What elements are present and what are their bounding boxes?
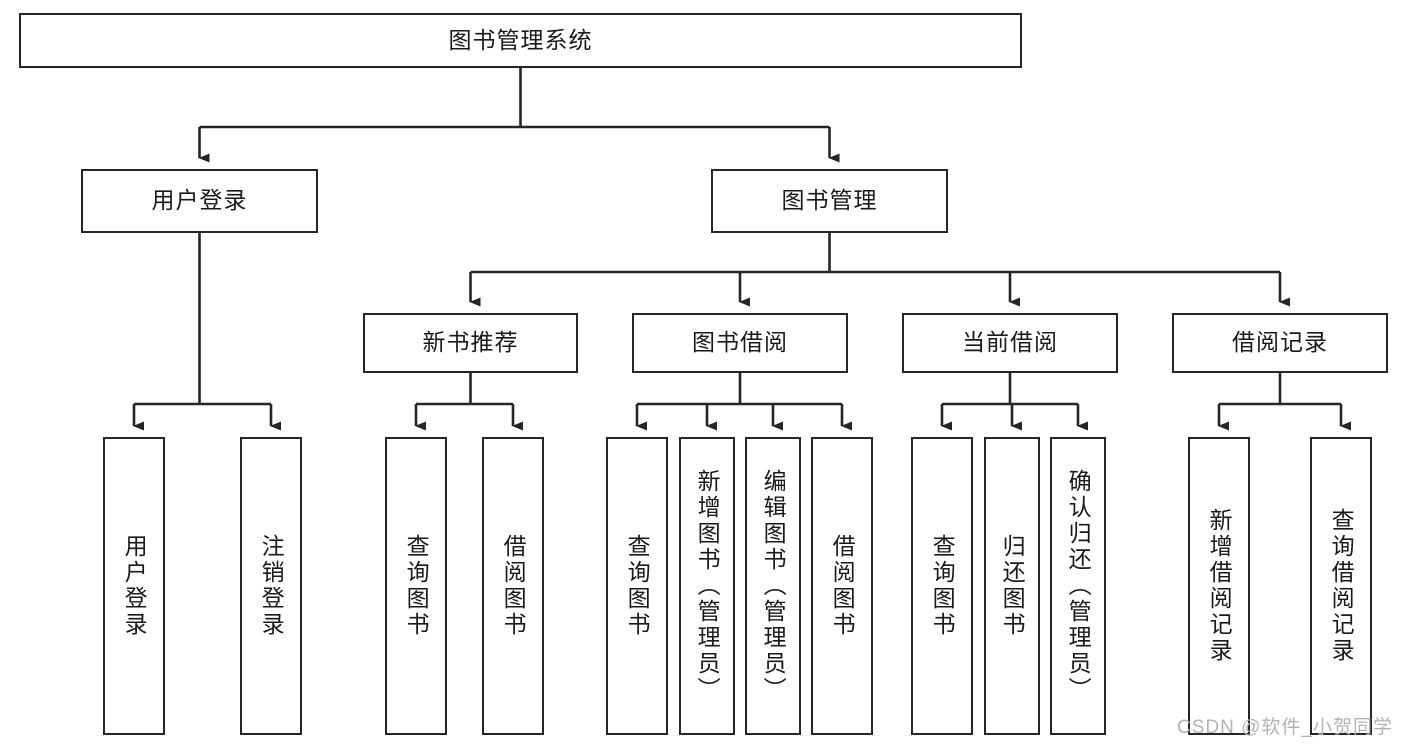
- node-label: 归还图书: [999, 534, 1026, 638]
- node-label: 用户登录: [151, 187, 248, 214]
- node-label: 新增图书（管理员）: [694, 469, 721, 703]
- node-label: 图书管理: [781, 187, 878, 214]
- leaf-node-7[interactable]: 借阅图书: [811, 437, 873, 735]
- leaf-node-9[interactable]: 归还图书: [984, 437, 1040, 735]
- level2-node-0[interactable]: 新书推荐: [363, 313, 578, 373]
- leaf-node-3[interactable]: 借阅图书: [482, 437, 544, 735]
- level2-node-3[interactable]: 借阅记录: [1172, 313, 1388, 373]
- node-label: 图书管理系统: [448, 26, 593, 53]
- node-label: 查询图书: [624, 534, 651, 638]
- node-label: 新书推荐: [422, 329, 519, 356]
- level1-node-1[interactable]: 图书管理: [711, 169, 948, 233]
- node-label: 借阅图书: [829, 534, 856, 638]
- leaf-node-11[interactable]: 新增借阅记录: [1188, 437, 1250, 735]
- node-label: 查询图书: [929, 534, 956, 638]
- node-label: 借阅记录: [1232, 329, 1328, 356]
- node-label: 注销登录: [258, 534, 285, 638]
- level2-node-2[interactable]: 当前借阅: [902, 313, 1118, 373]
- level1-node-0[interactable]: 用户登录: [81, 169, 318, 233]
- node-label: 新增借阅记录: [1206, 508, 1233, 664]
- leaf-node-8[interactable]: 查询图书: [911, 437, 973, 735]
- node-label: 图书借阅: [692, 329, 788, 356]
- node-label: 查询图书: [403, 534, 430, 638]
- leaf-node-4[interactable]: 查询图书: [606, 437, 668, 735]
- leaf-node-6[interactable]: 编辑图书（管理员）: [745, 437, 801, 735]
- node-label: 用户登录: [121, 534, 148, 638]
- node-label: 查询借阅记录: [1328, 508, 1355, 664]
- leaf-node-10[interactable]: 确认归还（管理员）: [1050, 437, 1106, 735]
- leaf-node-1[interactable]: 注销登录: [240, 437, 302, 735]
- node-label: 借阅图书: [500, 534, 527, 638]
- node-label: 编辑图书（管理员）: [760, 469, 787, 703]
- csdn-watermark: CSDN @软件_小贺同学: [1177, 717, 1393, 738]
- leaf-node-0[interactable]: 用户登录: [103, 437, 165, 735]
- leaf-node-12[interactable]: 查询借阅记录: [1310, 437, 1372, 735]
- leaf-node-2[interactable]: 查询图书: [385, 437, 447, 735]
- leaf-node-5[interactable]: 新增图书（管理员）: [679, 437, 735, 735]
- node-label: 确认归还（管理员）: [1065, 469, 1092, 703]
- level2-node-1[interactable]: 图书借阅: [632, 313, 848, 373]
- root-node[interactable]: 图书管理系统: [19, 13, 1022, 68]
- node-label: 当前借阅: [962, 329, 1058, 356]
